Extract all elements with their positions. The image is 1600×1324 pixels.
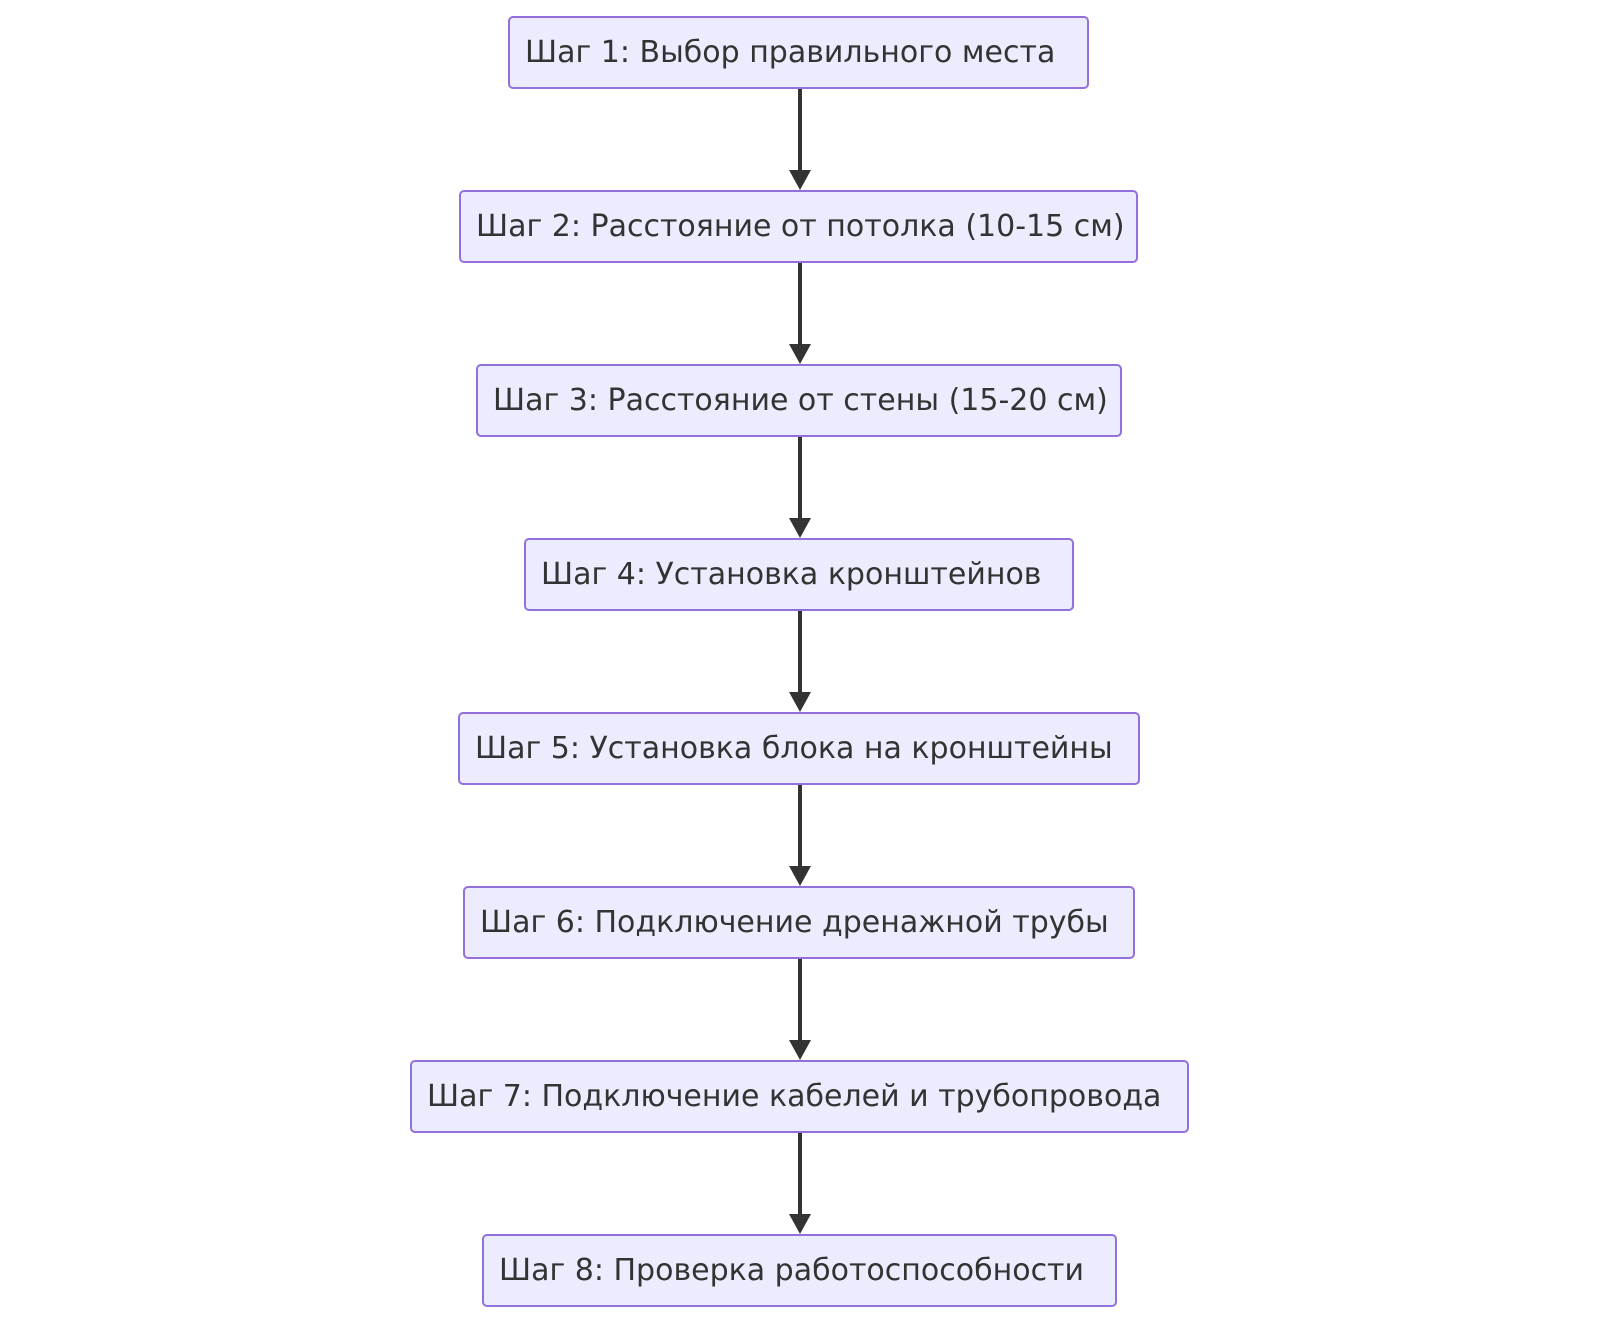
flow-arrow-3 <box>789 437 811 538</box>
step-1-node: Шаг 1: Выбор правильного места <box>508 16 1089 89</box>
arrow-head-icon <box>789 518 811 538</box>
step-8-node: Шаг 8: Проверка работоспособности <box>482 1234 1117 1307</box>
flow-arrow-6 <box>789 959 811 1060</box>
arrow-head-icon <box>789 692 811 712</box>
step-6-node: Шаг 6: Подключение дренажной трубы <box>463 886 1135 959</box>
flow-arrow-7 <box>789 1133 811 1234</box>
step-3-node: Шаг 3: Расстояние от стены (15-20 см) <box>476 364 1122 437</box>
arrow-head-icon <box>789 1040 811 1060</box>
arrow-head-icon <box>789 344 811 364</box>
step-5-node: Шаг 5: Установка блока на кронштейны <box>458 712 1140 785</box>
arrow-head-icon <box>789 1214 811 1234</box>
step-4-node: Шаг 4: Установка кронштейнов <box>524 538 1074 611</box>
step-7-node: Шаг 7: Подключение кабелей и трубопровод… <box>410 1060 1189 1133</box>
arrow-head-icon <box>789 866 811 886</box>
flow-arrow-5 <box>789 785 811 886</box>
step-2-node: Шаг 2: Расстояние от потолка (10-15 см) <box>459 190 1138 263</box>
flow-arrow-4 <box>789 611 811 712</box>
flow-arrow-1 <box>789 89 811 190</box>
arrow-head-icon <box>789 170 811 190</box>
flow-arrow-2 <box>789 263 811 364</box>
